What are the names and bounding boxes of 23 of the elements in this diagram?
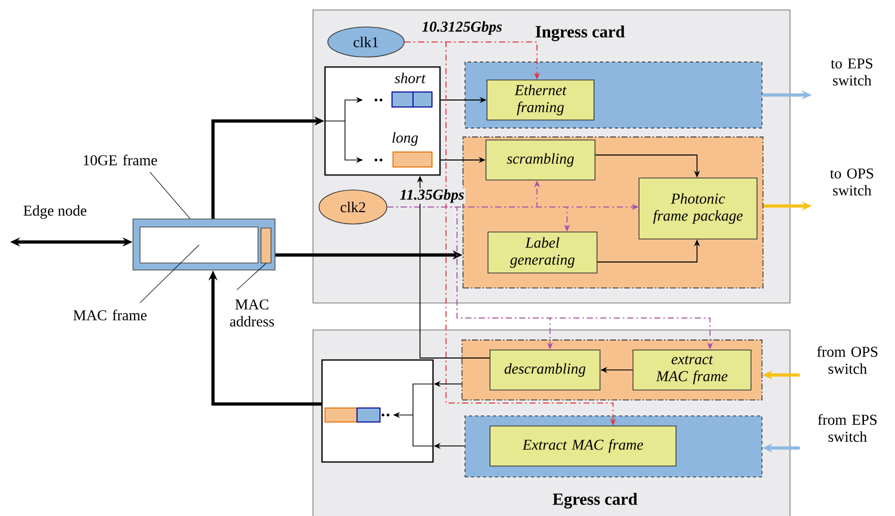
text-label: MAC frame: [73, 310, 147, 320]
rate-label: 10.3125Gbps: [420, 20, 504, 36]
text-label: Edge node: [24, 205, 86, 219]
text-label: 10GE frame: [84, 154, 157, 166]
leader-line: [150, 172, 190, 219]
process-box: Extract MAC frame: [490, 426, 676, 466]
process-box: descrambling: [490, 350, 600, 390]
rate-label: 11.35Gbps: [398, 188, 466, 204]
text-label: to EPS switch: [830, 58, 872, 86]
process-box: Label generating: [488, 232, 598, 274]
frame-field: [140, 226, 258, 264]
process-box: scrambling: [486, 140, 596, 180]
leader-line: [236, 263, 266, 290]
process-box: extract MAC frame: [632, 350, 752, 390]
merger-box: [321, 359, 434, 463]
process-box: Ethernet framing: [486, 80, 594, 120]
frame-field: [260, 228, 272, 264]
leader-line: [140, 244, 200, 304]
text-label: MAC address: [230, 299, 274, 327]
text-label: to OPS switch: [830, 168, 874, 196]
process-box: Photonic frame package: [638, 178, 758, 240]
text-label: from OPS switch: [817, 346, 878, 374]
text-label: from EPS switch: [818, 414, 877, 442]
